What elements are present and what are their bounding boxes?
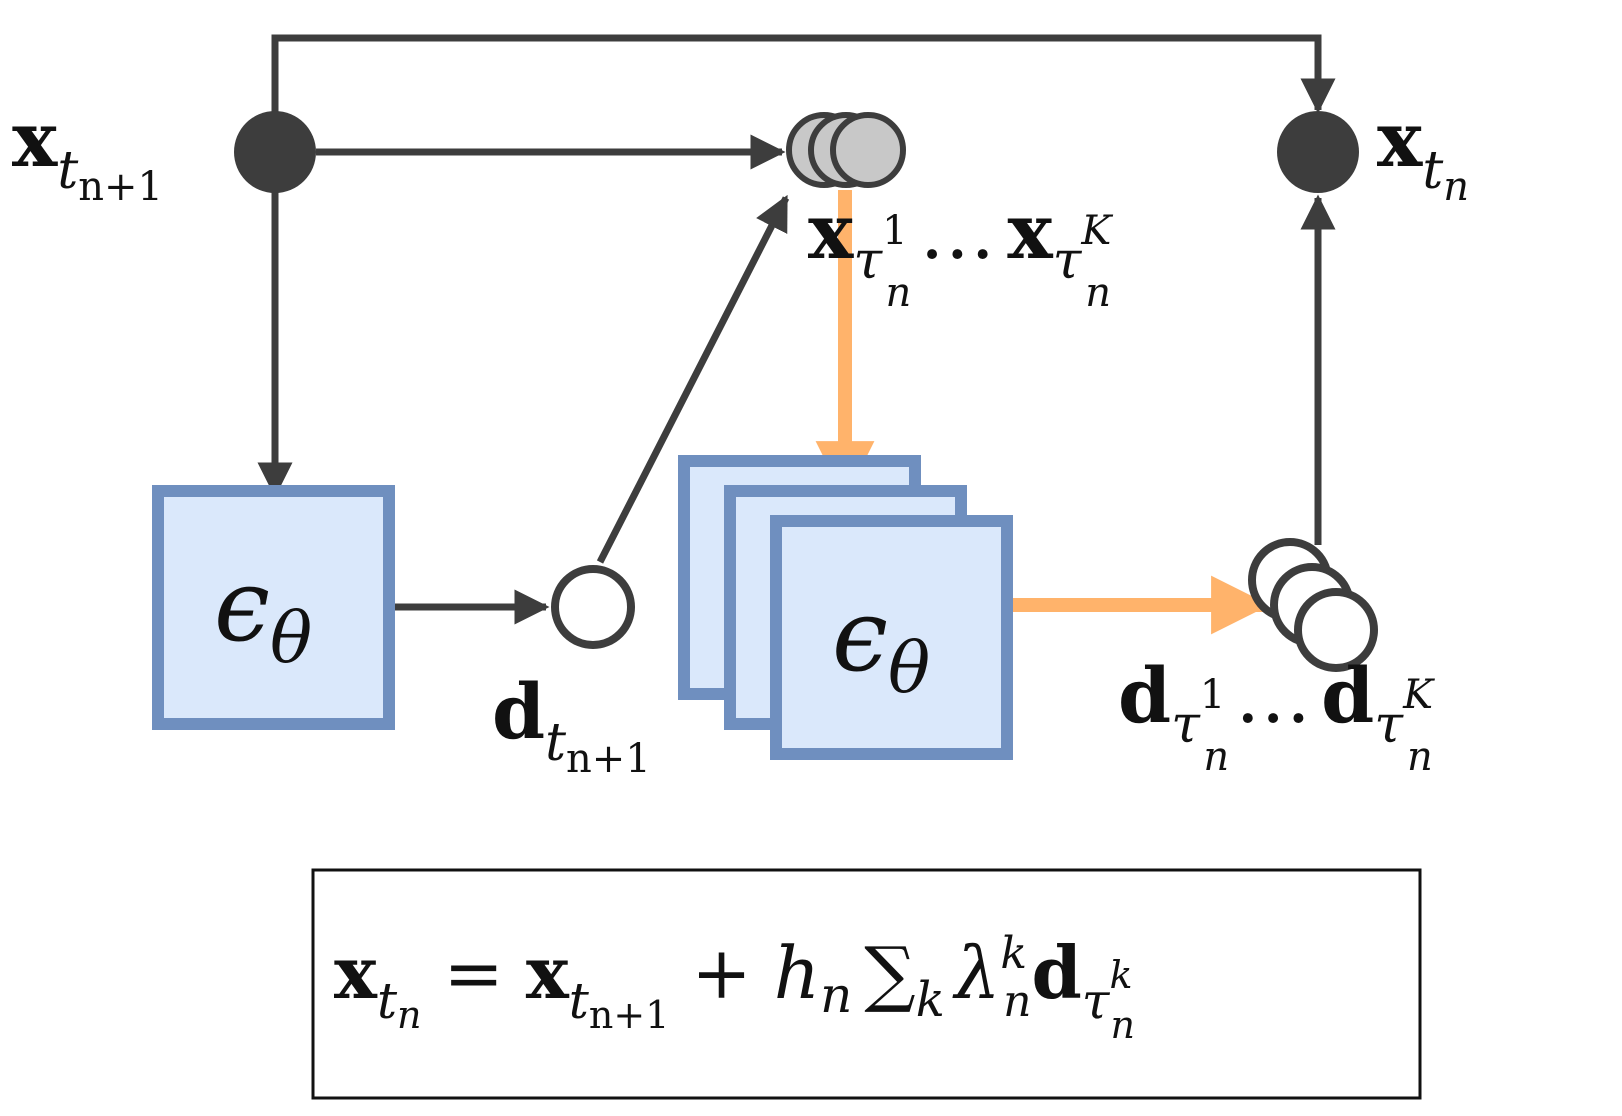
intermediate-samples-stack: [786, 112, 906, 188]
label-x-tau-1: x: [808, 187, 854, 276]
model-box-left: ϵθ: [152, 485, 395, 730]
label-x-tau-K: x: [1007, 187, 1053, 276]
label-x-tn1: xtn+1: [12, 95, 163, 210]
model-left-label: ϵθ: [214, 547, 312, 679]
dark-connectors: [257, 34, 1336, 625]
model-box-stack: [678, 455, 1013, 760]
model-box-front: [770, 515, 1013, 760]
direction-3: [1294, 588, 1378, 672]
model-stack-label: ϵθ: [832, 577, 930, 709]
formula-box: [311, 868, 1422, 1100]
label-x-tn: xtn: [1377, 95, 1469, 210]
label-d-tn1: dtn+1: [492, 667, 651, 782]
intermediate-sample-3: [830, 112, 906, 188]
d-tn1-node: [551, 565, 635, 649]
label-d-tau-1: d: [1118, 651, 1171, 740]
x-tn-node: [1277, 111, 1359, 193]
label-d-tau-K: d: [1321, 651, 1374, 740]
arrow-d-to-intermediates: [596, 194, 790, 564]
orange-connectors: [815, 190, 1270, 635]
direction-stack: [1248, 538, 1378, 672]
arrow-bypass-top: [271, 34, 1336, 115]
x-tn1-node: [234, 111, 316, 193]
